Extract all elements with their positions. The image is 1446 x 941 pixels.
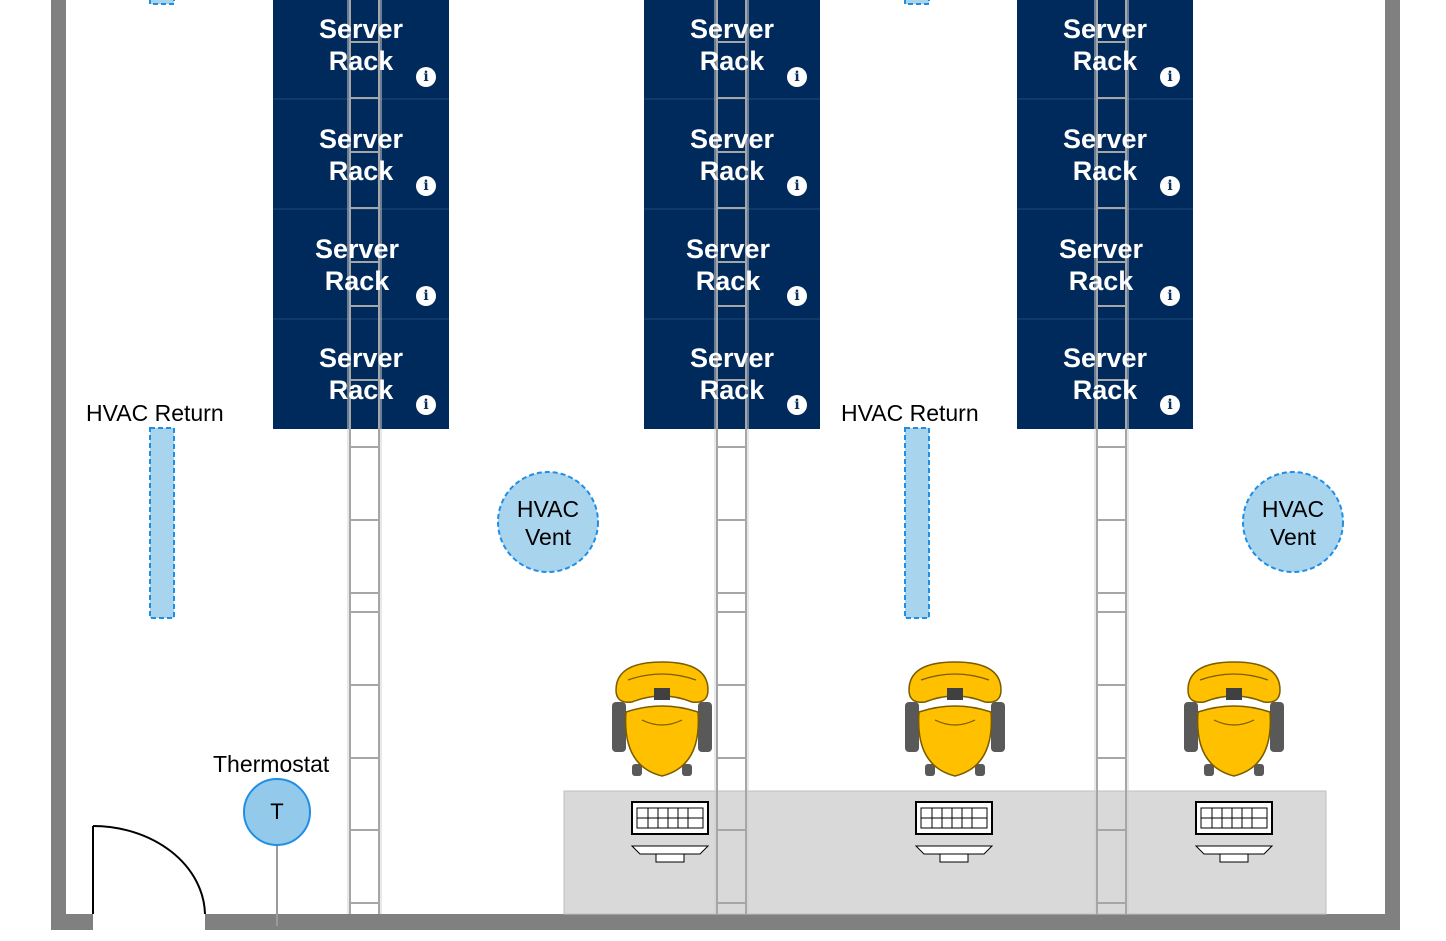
hvac-vent-label: HVAC Vent (516, 496, 580, 550)
server-rack-label: Server Rack (689, 124, 775, 186)
workstation-2[interactable] (914, 801, 994, 863)
info-icon[interactable]: i (787, 176, 807, 196)
thermostat[interactable] (243, 778, 311, 846)
cable-ladder-3 (1094, 0, 1129, 914)
server-rack-label: Server Rack (318, 14, 404, 76)
cable-ladder-2 (714, 0, 749, 914)
chair-1[interactable] (612, 661, 712, 777)
hvac-vent-1[interactable] (497, 471, 599, 573)
workstation-1[interactable] (630, 801, 710, 863)
info-icon[interactable]: i (787, 286, 807, 306)
hvac-return-1[interactable] (149, 427, 175, 619)
hvac-return-2[interactable] (904, 427, 930, 619)
walls (51, 0, 1400, 930)
thermostat-symbol: T (270, 799, 284, 824)
hvac-return-top-2[interactable] (904, 0, 930, 5)
hvac-return-top-1[interactable] (149, 0, 175, 5)
info-icon[interactable]: i (787, 67, 807, 87)
chair-3[interactable] (1184, 661, 1284, 777)
info-icon[interactable]: i (1160, 67, 1180, 87)
thermostat-label: Thermostat (213, 751, 330, 777)
chair-2[interactable] (905, 661, 1005, 777)
monitor-icon (914, 845, 994, 863)
info-icon[interactable]: i (1160, 395, 1180, 415)
server-rack-label: Server Rack (1058, 234, 1144, 296)
server-racks (273, 0, 1193, 429)
info-icon[interactable]: i (416, 395, 436, 415)
monitor-icon (1194, 845, 1274, 863)
server-rack-label: Server Rack (1062, 124, 1148, 186)
server-rack-label: Server Rack (318, 124, 404, 186)
wall-left (51, 0, 66, 930)
workstation-3[interactable] (1194, 801, 1274, 863)
wall-bottom-left (51, 914, 93, 930)
server-rack-label: Server Rack (689, 343, 775, 405)
server-rack-label: Server Rack (314, 234, 400, 296)
door[interactable] (92, 825, 206, 915)
hvac-return-label: HVAC Return (86, 400, 224, 426)
server-rack-label: Server Rack (689, 14, 775, 76)
server-rack-label: Server Rack (1062, 14, 1148, 76)
wall-right (1385, 0, 1400, 930)
monitor-icon (630, 845, 710, 863)
wall-bottom-right (205, 914, 1400, 930)
hvac-return-label: HVAC Return (841, 400, 979, 426)
info-icon[interactable]: i (416, 176, 436, 196)
server-rack-label: Server Rack (685, 234, 771, 296)
hvac-vent-2[interactable] (1242, 471, 1344, 573)
info-icon[interactable]: i (416, 286, 436, 306)
info-icon[interactable]: i (787, 395, 807, 415)
server-rack-label: Server Rack (318, 343, 404, 405)
server-rack-label: Server Rack (1062, 343, 1148, 405)
info-icon[interactable]: i (416, 67, 436, 87)
info-icon[interactable]: i (1160, 176, 1180, 196)
cable-ladder-1 (347, 0, 382, 914)
info-icon[interactable]: i (1160, 286, 1180, 306)
hvac-vent-label: HVAC Vent (1261, 496, 1325, 550)
